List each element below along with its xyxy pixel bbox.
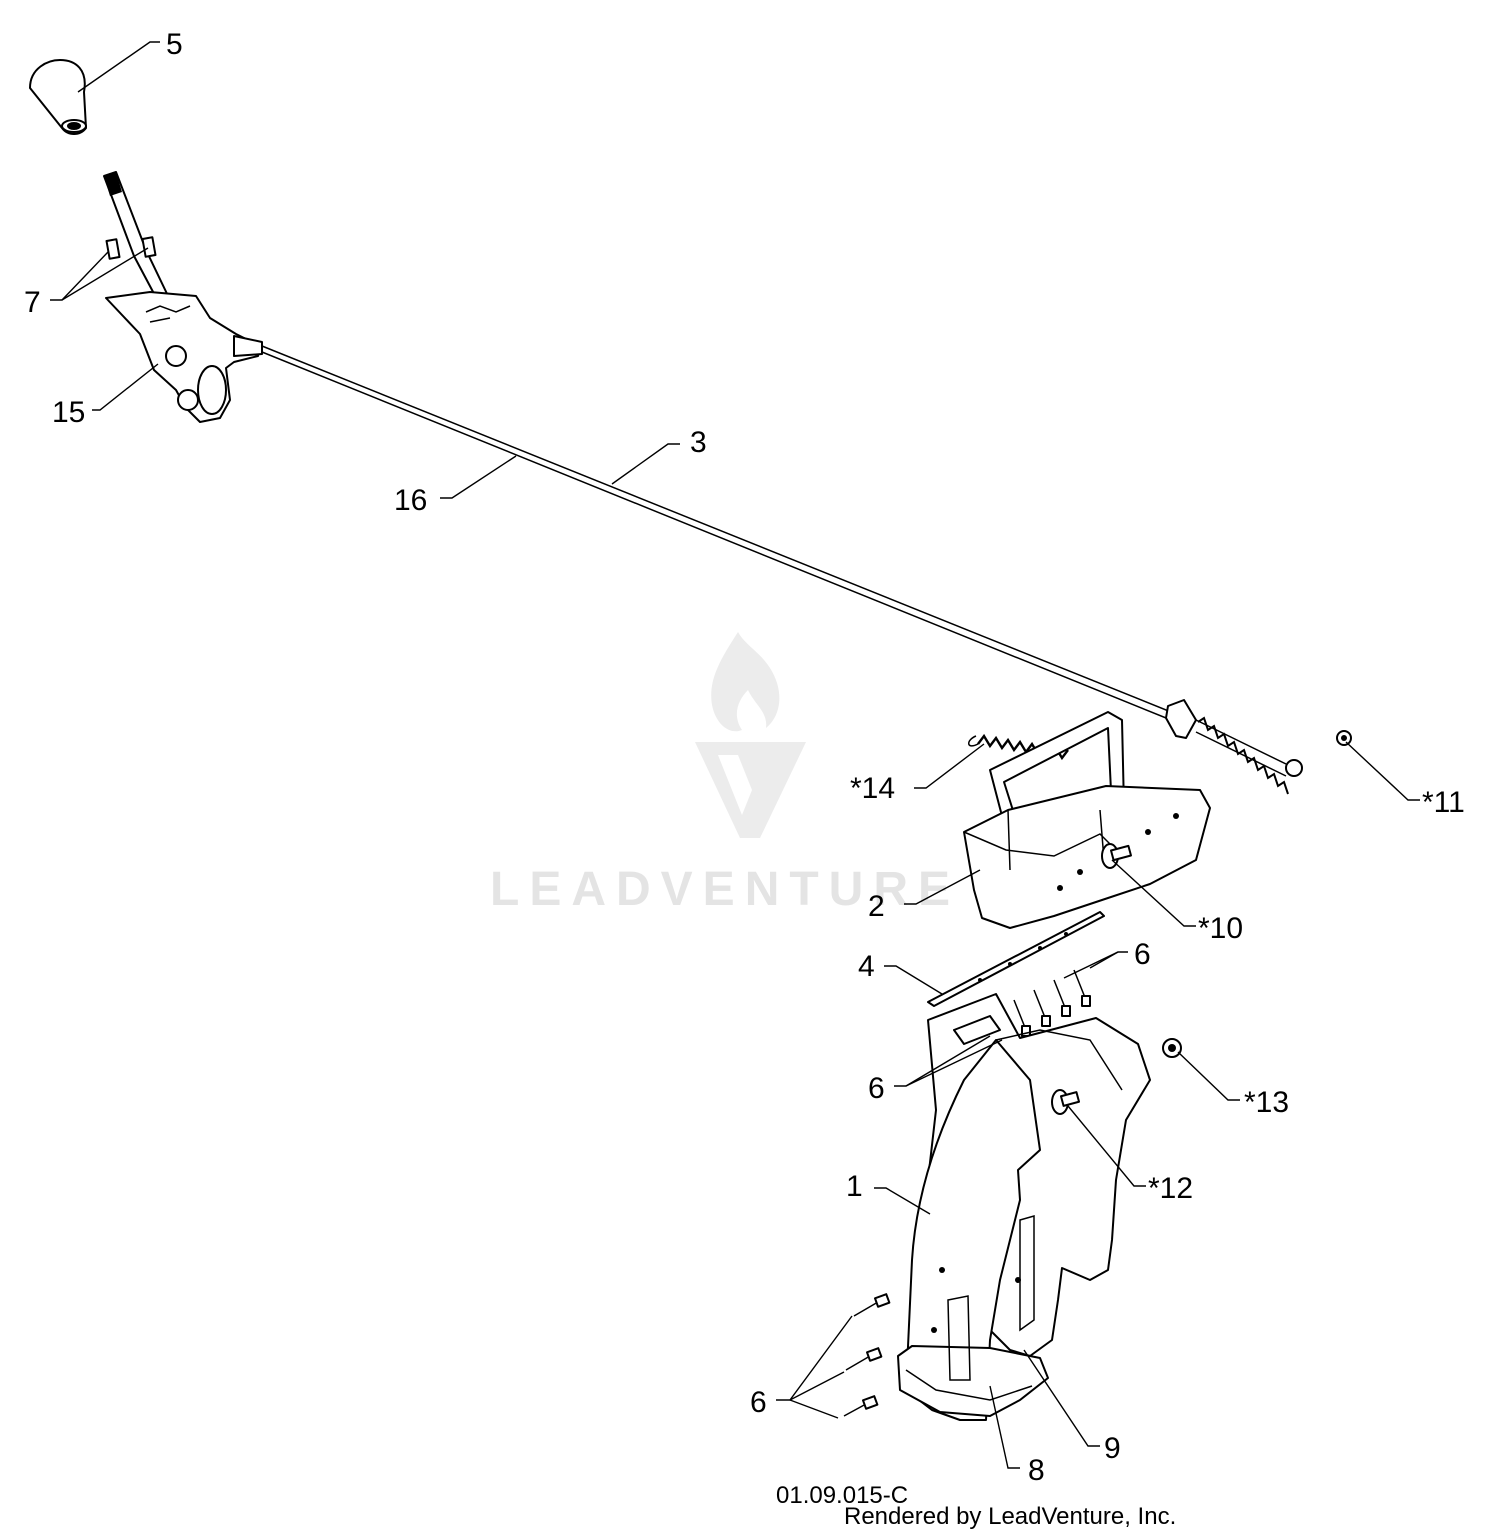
knob-part-5 bbox=[29, 59, 87, 135]
rivets-part-6-top bbox=[1013, 969, 1091, 1037]
callout-10: *10 bbox=[1198, 912, 1243, 945]
cable-part-3 bbox=[261, 345, 1177, 723]
callout-12: *12 bbox=[1148, 1172, 1193, 1205]
drawing-number: 01.09.015-C bbox=[776, 1482, 908, 1509]
callout-1: 1 bbox=[846, 1170, 863, 1203]
screws-part-7 bbox=[105, 236, 157, 260]
callout-3: 3 bbox=[690, 426, 707, 459]
callout-2: 2 bbox=[868, 890, 885, 923]
rivets-part-6-bottom bbox=[843, 1293, 891, 1417]
callout-9: 9 bbox=[1104, 1432, 1121, 1465]
callout-13: *13 bbox=[1244, 1086, 1289, 1119]
plate-part-4 bbox=[927, 911, 1105, 1007]
chute-part-1 bbox=[897, 993, 1151, 1421]
bolt-part-10 bbox=[1101, 843, 1132, 869]
callout-6-top-left: 6 bbox=[868, 1072, 885, 1105]
nut-part-13 bbox=[1162, 1038, 1182, 1058]
nut-part-11 bbox=[1336, 730, 1352, 746]
bolt-part-12 bbox=[1051, 1089, 1081, 1115]
callout-6-top-right: 6 bbox=[1134, 938, 1151, 971]
render-credit: Rendered by LeadVenture, Inc. bbox=[844, 1503, 1176, 1530]
callout-5: 5 bbox=[166, 28, 183, 61]
deflector-part-2 bbox=[963, 711, 1211, 929]
lever-bracket-part-15 bbox=[105, 291, 263, 423]
callout-4: 4 bbox=[858, 950, 875, 983]
callout-7: 7 bbox=[24, 286, 41, 319]
leadventure-flame-icon bbox=[695, 632, 806, 838]
callout-16: 16 bbox=[394, 484, 427, 517]
watermark-text: LEADVENTURE bbox=[490, 863, 960, 916]
cable-end bbox=[1165, 699, 1303, 795]
callouts: 5 7 15 3 16 *14 *11 2 *10 4 6 6 *13 *12 … bbox=[24, 28, 1465, 1487]
callout-8: 8 bbox=[1028, 1454, 1045, 1487]
leader-lines bbox=[50, 41, 1420, 1469]
callout-14: *14 bbox=[850, 772, 895, 805]
callout-6-bottom: 6 bbox=[750, 1386, 767, 1419]
watermark: LEADVENTURE bbox=[490, 632, 960, 916]
shift-rod bbox=[103, 171, 171, 306]
callout-15: 15 bbox=[52, 396, 85, 429]
callout-11: *11 bbox=[1422, 786, 1465, 819]
